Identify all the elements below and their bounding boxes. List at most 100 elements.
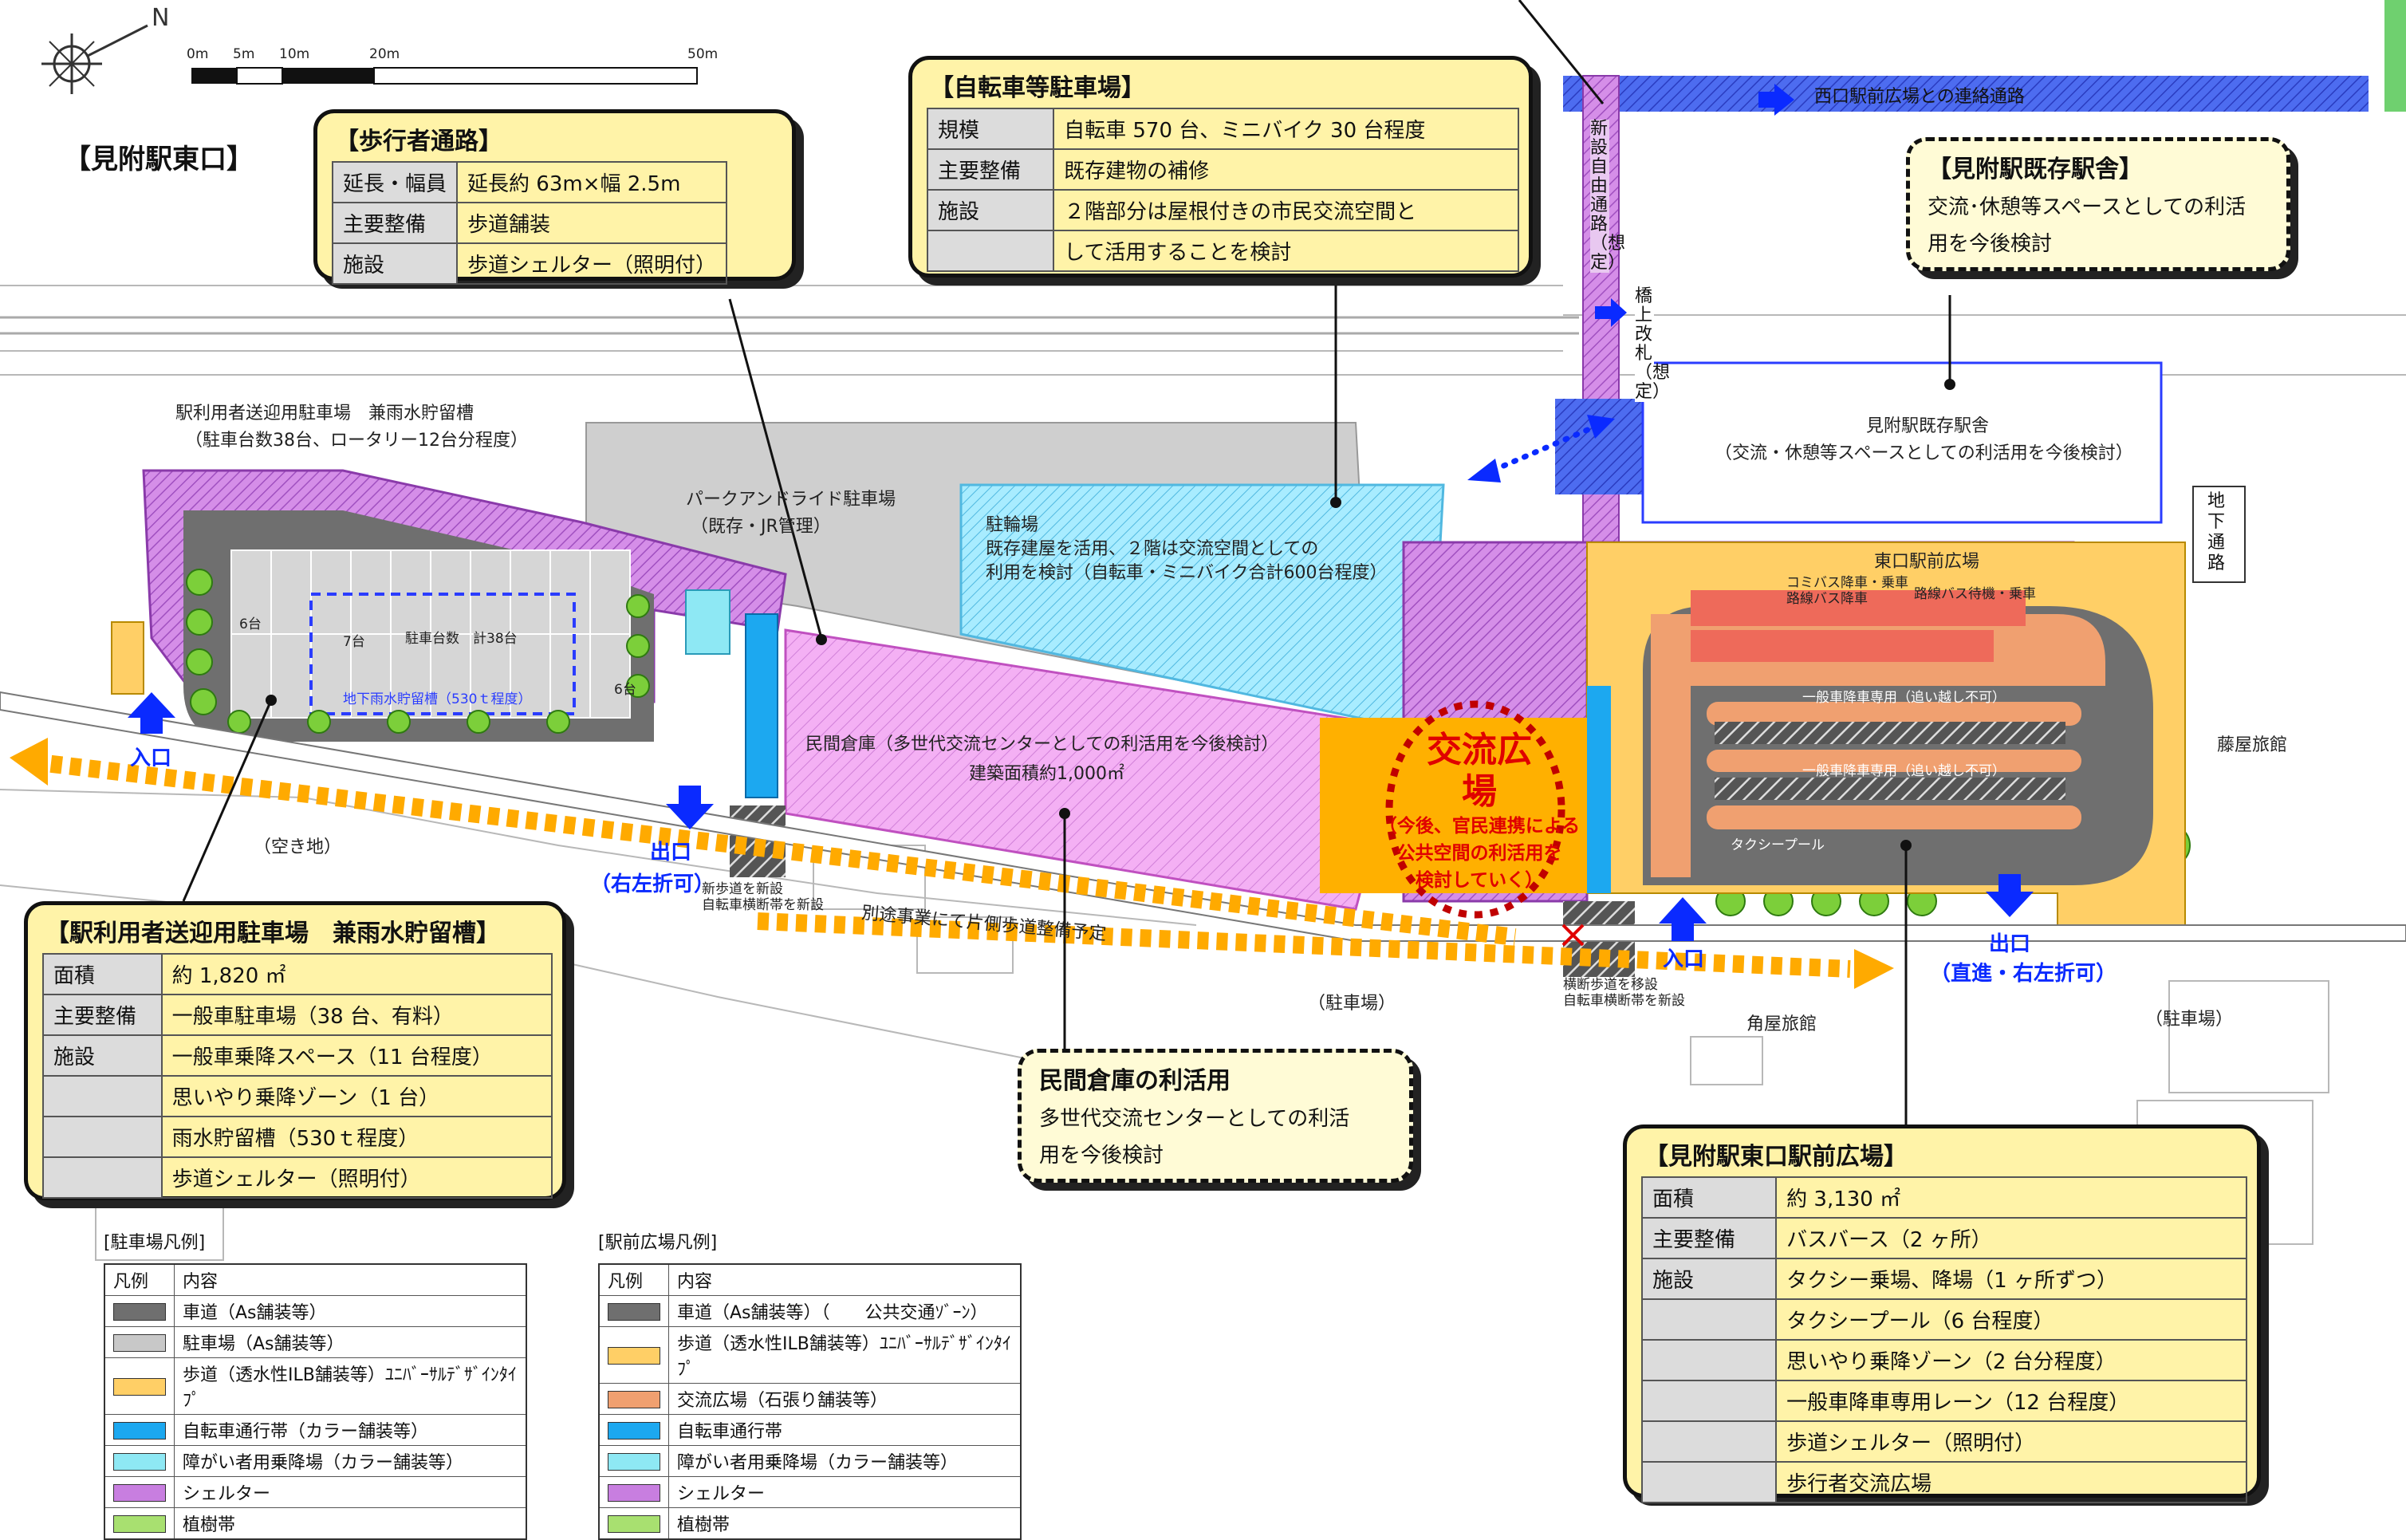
callout-existing-station-head: 【見附駅既存駅舎】 [1928,156,2143,183]
row-value: 歩道シェルター（照明付） [456,242,728,285]
gate-label: 橋上改札（想定） [1635,286,1671,402]
existing-station-label: 見附駅既存駅舎 [1866,416,1990,436]
table-row: 主要整備既存建物の補修 [926,148,1519,191]
plaza-legend-title: [駅前広場凡例] [598,1233,718,1253]
parking-legend-title: [駐車場凡例] [104,1233,206,1253]
svg-text:N: N [152,4,169,32]
leader-dot-3 [1944,379,1955,390]
callout-warehouse-head: 民間倉庫の利活用 [1039,1067,1231,1095]
row-key: 面積 [42,953,163,995]
pedestrian-route-arrows [10,738,1894,989]
legend-row: 障がい者用乗降場（カラー舗装等） [104,1445,527,1477]
callout-warehouse: 民間倉庫の利活用 多世代交流センターとしての利活 用を今後検討 [1018,1049,1413,1183]
callout-pedestrian-path: 【歩行者通路】 延長・幅員延長約 63m×幅 2.5m 主要整備歩道舗装 施設歩… [313,109,796,285]
row-value: ２階部分は屋根付きの市民交流空間と [1053,189,1519,231]
green-top-right [2384,0,2406,112]
legend-text: 障がい者用乗降場（カラー舗装等） [668,1445,1022,1477]
legend-text: 車道（As舗装等）（ 公共交通ｿﾞｰﾝ） [668,1295,1022,1327]
table-row: 施設一般車乗降スペース（11 台程度） [42,1034,553,1077]
bike-lane-vertical [745,613,778,798]
callout-east-plaza-table: 面積約 3,130 ㎡ 主要整備バスバース（2 ヶ所） 施設タクシー乗場、降場（… [1640,1176,2247,1503]
general-lane-label-2: 一般車降車専用（追い越し不可） [1802,763,2006,779]
callout-pickup-parking-head: 【駅利用者送迎用駐車場 兼雨水貯留槽】 [45,920,500,947]
table-row: 主要整備バスバース（2 ヶ所） [1640,1217,2247,1259]
rain-tank-outline [309,593,576,715]
row-key [42,1116,163,1158]
legend-row: 自転車通行帯 [598,1414,1022,1446]
removed-crossing-marks [1561,924,1585,947]
row-key [42,1075,163,1117]
row-key [926,230,1055,272]
legend-header-row: 凡例 内容 [104,1263,527,1296]
legend-header: 凡例 [104,1263,175,1296]
legend-swatch [608,1421,660,1440]
callout-bicycle-head: 【自転車等駐車場】 [930,74,1145,102]
callout-pedestrian-table: 延長・幅員延長約 63m×幅 2.5m 主要整備歩道舗装 施設歩道シェルター（照… [331,161,728,285]
legend-swatch [113,1333,166,1352]
body-line: 多世代交流センターとしての利活 [1039,1107,1350,1131]
plaza-legend-table: 凡例 内容 車道（As舗装等）（ 公共交通ｿﾞｰﾝ） 歩道（透水性ILB舗装等）… [598,1263,1022,1540]
entrance-right-label: 入口 [1663,947,1705,971]
taxi-island [1707,702,2081,726]
row-value: バスバース（2 ヶ所） [1775,1217,2247,1259]
bus-island [1651,614,2105,877]
callout-warehouse-body: 多世代交流センターとしての利活 用を今後検討 [1022,1101,1409,1185]
row-key [1640,1420,1778,1463]
row-key: 主要整備 [926,148,1055,191]
plaza-bike-lane [1587,686,1611,893]
body-line: 交流･休憩等スペースとしての利活 [1928,195,2247,219]
legend-row: 植樹帯 [104,1507,527,1540]
row-value: 自転車 570 台、ミニバイク 30 台程度 [1053,108,1519,150]
park-and-ride-label: パークアンドライド駐車場 [686,490,896,510]
row-value: 延長約 63m×幅 2.5m [456,161,728,203]
row-key: 面積 [1640,1176,1778,1219]
rail-track [0,316,1579,335]
legend-row: シェルター [104,1476,527,1508]
pickup-parking-label: 駅利用者送迎用駐車場 兼雨水貯留槽 [175,404,475,423]
parking-stall-lines [231,550,630,718]
legend-text: 交流広場（石張り舗装等） [668,1383,1022,1415]
row-key: 施設 [331,242,459,285]
row-key [42,1156,163,1199]
exit-right-label: 出口 [1989,932,2031,956]
callout-existing-station: 【見附駅既存駅舎】 交流･休憩等スペースとしての利活 用を今後検討 [1906,137,2290,271]
leader-dot-5 [1059,808,1070,819]
bike-parking-sub2: 利用を検討（自転車・ミニバイク合計600台程度） [986,563,1388,583]
stalls-label-b: 7台 [343,634,365,650]
kadoya-inn-label: 角屋旅館 [1746,1014,1817,1034]
table-row: 雨水貯留槽（530ｔ程度） [42,1116,553,1158]
warehouse-label: 民間倉庫（多世代交流センターとしての利活用を今後検討） [805,735,1279,754]
legend-row: 歩道（透水性ILB舗装等）ﾕﾆﾊﾞｰｻﾙﾃﾞｻﾞｲﾝﾀｲﾌﾟ [104,1357,527,1415]
fujiya-inn-label: 藤屋旅館 [2217,735,2288,755]
leader-dot-6 [1900,840,1912,851]
row-key: 主要整備 [331,202,459,244]
connector-dotted-arrow [1467,415,1615,482]
bike-parking-label: 駐輪場 [986,515,1039,535]
table-row: 面積約 1,820 ㎡ [42,953,553,995]
legend-row: 車道（As舗装等）（ 公共交通ｿﾞｰﾝ） [598,1295,1022,1327]
legend-swatch [113,1483,166,1502]
crossing-note-1: 新歩道を新設 [702,881,783,897]
legend-text: 植樹帯 [174,1507,527,1540]
row-key [1640,1380,1778,1422]
row-value: 雨水貯留槽（530ｔ程度） [160,1116,553,1158]
legend-header: 凡例 [598,1263,669,1296]
parking-lot-label-1: （駐車場） [1308,994,1396,1014]
main-road-edge [0,691,2406,942]
scale-label-50: 50m [687,46,719,62]
east-plaza-label: 東口駅前広場 [1874,552,1980,572]
table-row: 一般車降車専用レーン（12 台程度） [1640,1380,2247,1422]
plaza-crosswalk [1715,722,2065,744]
row-key: 施設 [926,189,1055,231]
table-row: 歩行者交流広場 [1640,1461,2247,1503]
exchange-plaza-sub-1: （今後、官民連携による [1378,816,1581,837]
exit-left-label: 出口 [650,841,692,865]
legend-header-row: 凡例 内容 [598,1263,1022,1296]
table-row: 歩道シェルター（照明付） [1640,1420,2247,1463]
west-link-label: 西口駅前広場との連絡通路 [1814,87,2025,107]
table-row: 規模自転車 570 台、ミニバイク 30 台程度 [926,108,1519,150]
bus-lane [1691,590,2026,626]
exchange-plaza-circle [1385,700,1565,919]
